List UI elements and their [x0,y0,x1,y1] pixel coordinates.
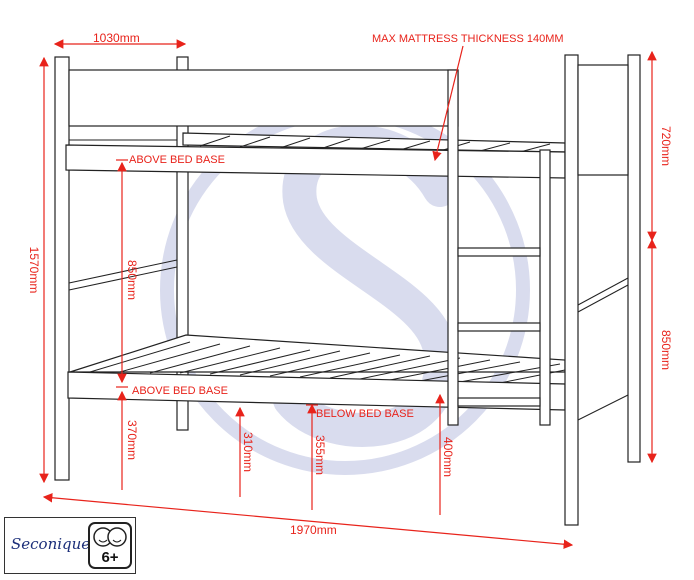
label-below-bed-base: BELOW BED BASE [316,408,414,420]
dim-top-width: 1030mm [93,31,140,45]
dim-between-beds: 850mm [125,260,139,300]
dim-length: 1970mm [290,523,337,537]
age-label: 6+ [101,549,119,566]
dim-total-height: 1570mm [27,247,41,294]
age-badge: 6+ [88,522,132,569]
brand-logo: Seconique [11,535,91,553]
children-faces-icon [93,527,127,547]
dim-max-mattress: MAX MATTRESS THICKNESS 140MM [372,33,564,45]
dim-upper-clearance: 720mm [659,126,673,166]
bed-frame [54,54,641,526]
dimension-lines [39,39,657,550]
dim-355: 355mm [313,435,327,475]
dim-310: 310mm [241,432,255,472]
label-above-bed-base-upper: ABOVE BED BASE [129,154,225,166]
label-above-bed-base-lower: ABOVE BED BASE [132,385,228,397]
dim-lower-clearance: 850mm [659,330,673,370]
dim-400: 400mm [441,437,455,477]
brand-logo-box: Seconique 6+ [4,517,136,574]
dim-lower-base-height: 370mm [125,420,139,460]
